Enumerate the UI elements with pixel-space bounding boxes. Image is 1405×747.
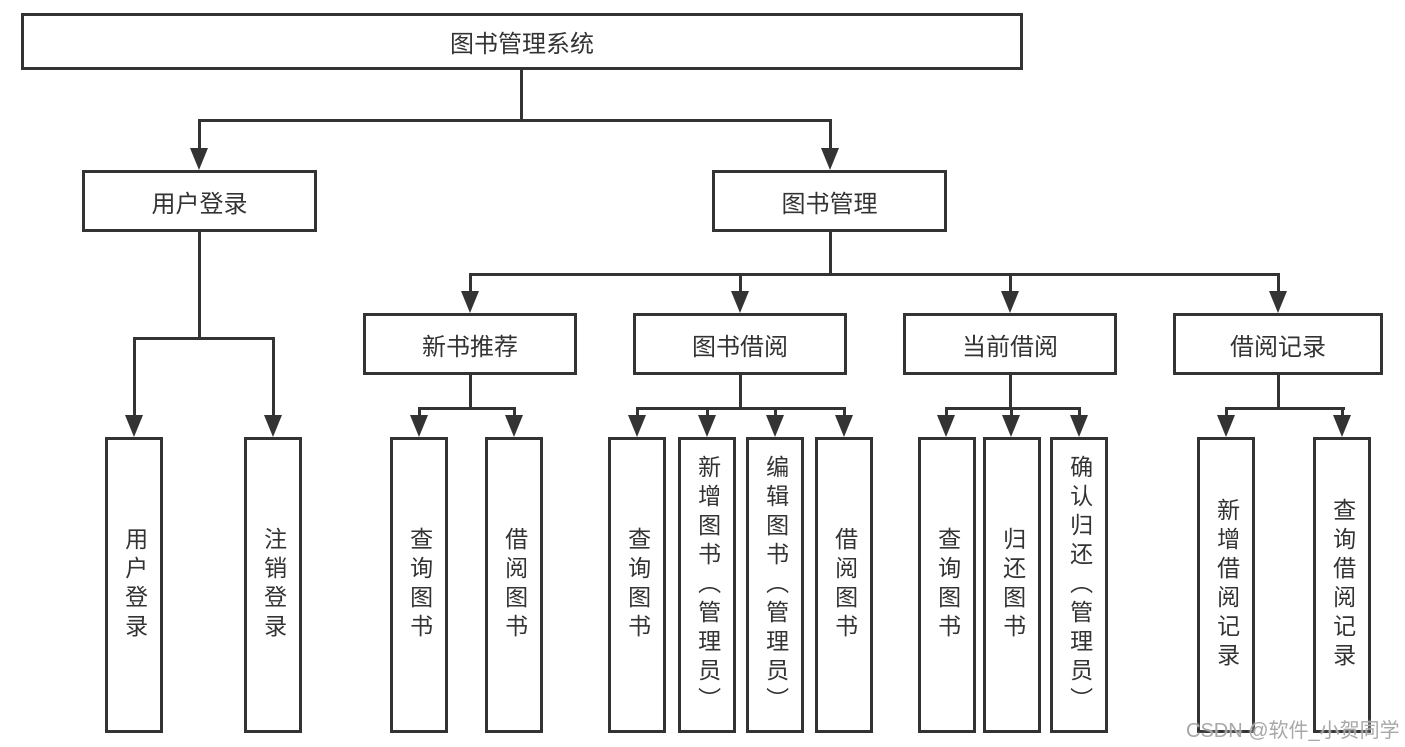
connector	[1225, 407, 1345, 410]
connector	[1225, 407, 1228, 417]
connector	[133, 337, 275, 340]
node-label: 借阅记录	[1230, 333, 1326, 361]
arrow-down-icon	[835, 415, 853, 437]
connector	[1009, 375, 1012, 407]
leaf-user-login: 用户登录	[105, 437, 163, 733]
node-label: 当前借阅	[962, 333, 1058, 361]
connector	[739, 273, 742, 293]
node-book-management: 图书管理	[712, 170, 947, 232]
leaf-query-books-current: 查询图书	[918, 437, 976, 733]
connector	[1078, 407, 1081, 417]
connector	[1277, 273, 1280, 293]
node-label: 确认归还（管理员）	[1066, 454, 1093, 716]
connector	[133, 337, 136, 417]
arrow-down-icon	[937, 415, 955, 437]
connector	[198, 119, 832, 122]
node-label: 查询图书	[934, 527, 961, 643]
connector	[1341, 407, 1344, 417]
leaf-add-books-admin: 新增图书（管理员）	[678, 437, 736, 733]
arrow-down-icon	[821, 148, 839, 170]
node-new-book-recommendation: 新书推荐	[363, 313, 577, 375]
connector	[739, 375, 742, 407]
node-label: 图书管理	[781, 190, 878, 218]
node-library-management-system: 图书管理系统	[21, 13, 1023, 70]
arrow-down-icon	[190, 148, 208, 170]
arrow-down-icon	[125, 415, 143, 437]
node-label: 用户登录	[151, 190, 248, 218]
connector	[829, 232, 832, 273]
leaf-query-borrow-record: 查询借阅记录	[1313, 437, 1371, 733]
node-label: 注销登录	[260, 527, 287, 643]
connector	[198, 119, 201, 150]
arrow-down-icon	[698, 415, 716, 437]
connector	[1010, 407, 1013, 417]
connector	[636, 407, 639, 417]
node-label: 新增图书（管理员）	[694, 454, 721, 716]
connector	[272, 337, 275, 417]
arrow-down-icon	[1217, 415, 1235, 437]
node-label: 查询借阅记录	[1329, 498, 1356, 672]
node-book-borrowing: 图书借阅	[633, 313, 847, 375]
node-label: 新书推荐	[422, 333, 518, 361]
arrow-down-icon	[1333, 415, 1351, 437]
node-label: 归还图书	[999, 527, 1026, 643]
node-label: 图书管理系统	[450, 31, 594, 58]
connector	[1277, 375, 1280, 407]
leaf-add-borrow-record: 新增借阅记录	[1197, 437, 1255, 733]
arrow-down-icon	[461, 291, 479, 313]
node-label: 查询图书	[624, 527, 651, 643]
arrow-down-icon	[628, 415, 646, 437]
leaf-confirm-return-admin: 确认归还（管理员）	[1050, 437, 1108, 733]
connector	[469, 375, 472, 407]
arrow-down-icon	[1001, 291, 1019, 313]
arrow-down-icon	[505, 415, 523, 437]
arrow-down-icon	[410, 415, 428, 437]
arrow-down-icon	[264, 415, 282, 437]
node-user-login: 用户登录	[82, 170, 317, 232]
arrow-down-icon	[1269, 291, 1287, 313]
connector	[418, 407, 516, 410]
connector	[774, 407, 777, 417]
arrow-down-icon	[766, 415, 784, 437]
connector	[829, 119, 832, 150]
connector	[198, 232, 201, 337]
connector	[636, 407, 846, 410]
node-label: 新增借阅记录	[1213, 498, 1240, 672]
csdn-watermark: CSDN @软件_小贺同学	[1186, 720, 1400, 742]
leaf-return-books: 归还图书	[983, 437, 1041, 733]
connector	[945, 407, 1081, 410]
node-label: 借阅图书	[831, 527, 858, 643]
node-label: 查询图书	[406, 527, 433, 643]
connector	[706, 407, 709, 417]
node-label: 用户登录	[121, 527, 148, 643]
connector	[469, 273, 1280, 276]
node-label: 图书借阅	[692, 333, 788, 361]
connector	[418, 407, 421, 417]
leaf-query-books-borrowing: 查询图书	[608, 437, 666, 733]
arrow-down-icon	[1070, 415, 1088, 437]
node-label: 编辑图书（管理员）	[762, 454, 789, 716]
connector	[843, 407, 846, 417]
node-borrowing-records: 借阅记录	[1173, 313, 1383, 375]
node-current-borrowing: 当前借阅	[903, 313, 1117, 375]
connector	[513, 407, 516, 417]
arrow-down-icon	[731, 291, 749, 313]
connector	[945, 407, 948, 417]
node-label: 借阅图书	[501, 527, 528, 643]
connector	[520, 70, 523, 119]
leaf-query-books-recommend: 查询图书	[390, 437, 448, 733]
leaf-borrow-books-borrowing: 借阅图书	[815, 437, 873, 733]
leaf-borrow-books-recommend: 借阅图书	[485, 437, 543, 733]
connector	[1009, 273, 1012, 293]
arrow-down-icon	[1002, 415, 1020, 437]
leaf-logout: 注销登录	[244, 437, 302, 733]
leaf-edit-books-admin: 编辑图书（管理员）	[746, 437, 804, 733]
connector	[469, 273, 472, 293]
